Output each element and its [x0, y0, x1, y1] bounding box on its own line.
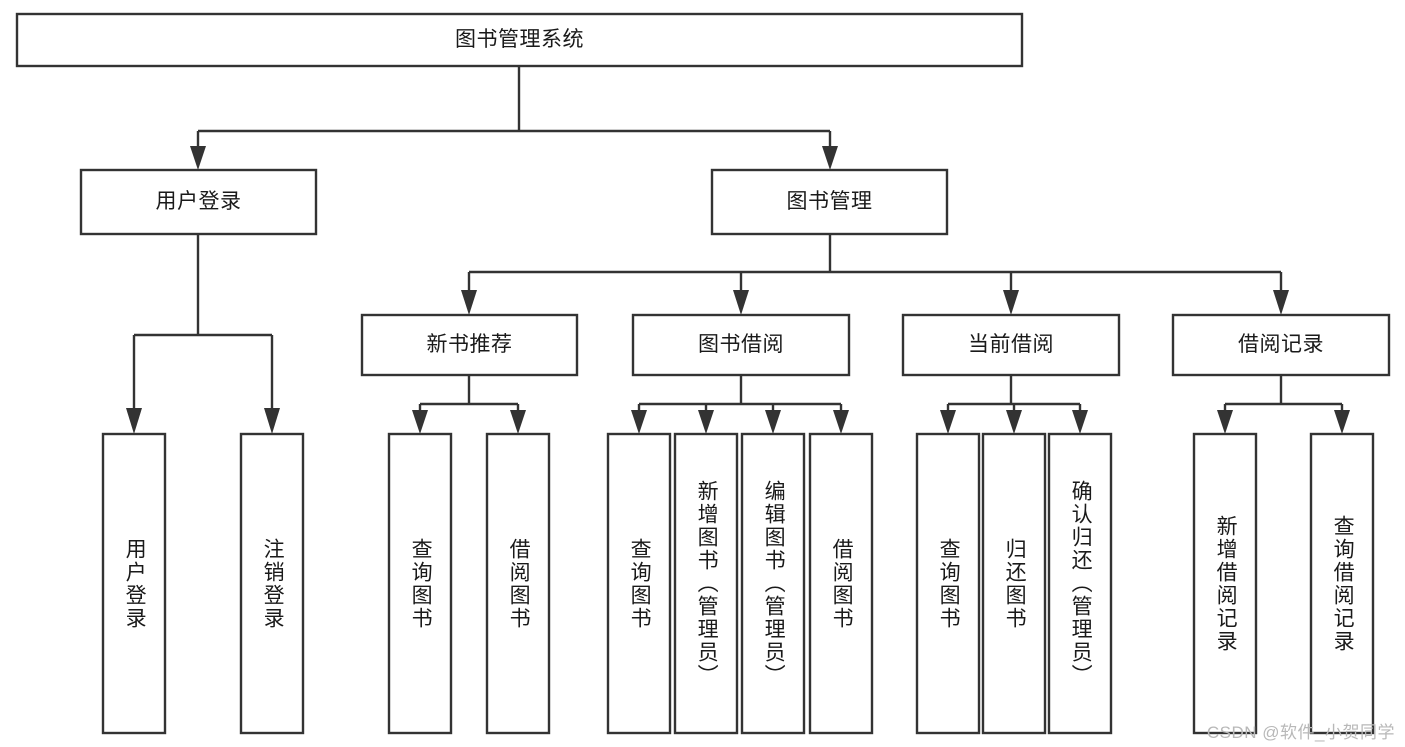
node-leaf-borrow-book-1-box[interactable]	[485, 432, 551, 735]
node-leaf-query-book-3-box[interactable]	[915, 432, 981, 735]
arrowhead-leaf-add-record	[1217, 410, 1233, 434]
node-leaf-user-login-box[interactable]	[101, 432, 167, 735]
arrowhead-leaf-edit-book	[765, 410, 781, 434]
arrowhead-leaf-query-book-2	[631, 410, 647, 434]
arrowhead-leaf-logout-login	[264, 408, 280, 434]
node-leaf-query-book-1-box[interactable]	[387, 432, 453, 735]
node-user-login-box[interactable]	[79, 168, 318, 236]
arrowhead-user-login	[190, 146, 206, 170]
arrowhead-borrow-record	[1273, 290, 1289, 315]
node-leaf-add-record-box[interactable]	[1192, 432, 1258, 735]
arrowhead-leaf-query-book-1	[412, 410, 428, 434]
node-book-manage-box[interactable]	[710, 168, 949, 236]
arrowhead-leaf-return-book	[1006, 410, 1022, 434]
node-borrow-record-box[interactable]	[1171, 313, 1391, 377]
node-book-borrow-box[interactable]	[631, 313, 851, 377]
node-leaf-borrow-book-2-box[interactable]	[808, 432, 874, 735]
arrowhead-leaf-borrow-book-1	[510, 410, 526, 434]
node-leaf-query-book-2-box[interactable]	[606, 432, 672, 735]
node-current-borrow-box[interactable]	[901, 313, 1121, 377]
node-leaf-confirm-return-box[interactable]	[1047, 432, 1113, 735]
arrowhead-current-borrow	[1003, 290, 1019, 315]
arrowhead-book-borrow	[733, 290, 749, 315]
arrowhead-leaf-user-login	[126, 408, 142, 434]
arrowhead-leaf-borrow-book-2	[833, 410, 849, 434]
node-leaf-return-book-box[interactable]	[981, 432, 1047, 735]
watermark-text: CSDN @软件_小贺同学	[1206, 723, 1395, 742]
node-root-box[interactable]	[15, 12, 1024, 68]
arrowhead-leaf-confirm-return	[1072, 410, 1088, 434]
node-leaf-query-record-box[interactable]	[1309, 432, 1375, 735]
arrowhead-leaf-query-book-3	[940, 410, 956, 434]
node-leaf-add-book-box[interactable]	[673, 432, 739, 735]
node-leaf-edit-book-box[interactable]	[740, 432, 806, 735]
node-new-book-recommend-box[interactable]	[360, 313, 579, 377]
arrowhead-new-book-recommend	[461, 290, 477, 315]
arrowhead-leaf-add-book	[698, 410, 714, 434]
arrowhead-leaf-query-record	[1334, 410, 1350, 434]
node-leaf-logout-login-box[interactable]	[239, 432, 305, 735]
arrowhead-book-manage	[822, 146, 838, 170]
